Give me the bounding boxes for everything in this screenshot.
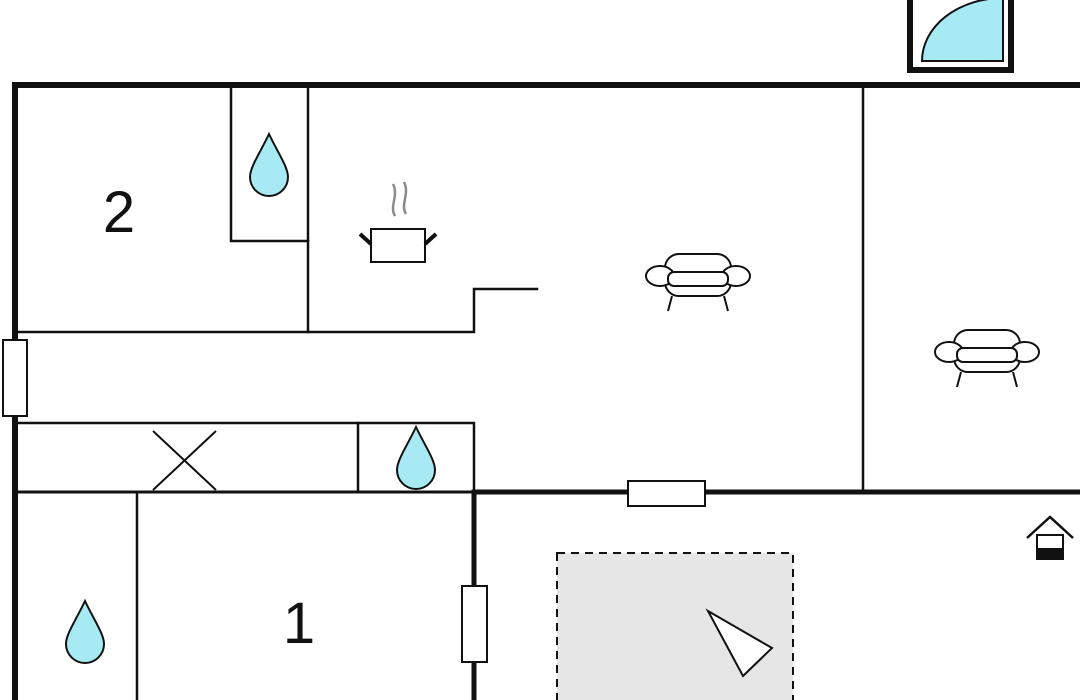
water-drop-icon [64,598,106,664]
room-label-2: 2 [103,180,135,245]
window-bedroom-1 [461,585,488,663]
window-left [2,339,28,417]
sofa-icon [645,253,751,312]
outer-wall [12,82,1080,700]
water-drop-icon [395,424,437,490]
entrance-house-icon [1026,515,1074,560]
wall-hall-bottom [13,421,476,494]
door-icon [907,0,1014,73]
windows [2,339,706,663]
cooking-pot-icon [358,181,438,263]
water-drop-icon [248,131,290,197]
sofa-icon [934,329,1040,388]
compass-arrow-icon [705,608,774,678]
window-bottom [627,480,706,507]
walls [12,82,1080,700]
wall-bath-top [229,83,310,243]
room-label-1: 1 [283,591,315,656]
terrace-area [556,552,794,700]
wall-hall-top [13,287,539,334]
closet-cross-icon [152,430,217,491]
